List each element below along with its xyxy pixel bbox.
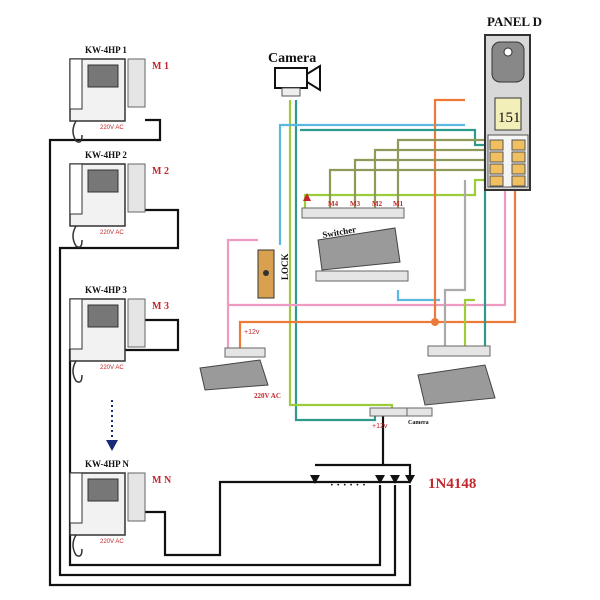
panel-display: 151: [498, 110, 521, 126]
terminal-camera-label: Camera: [408, 420, 429, 426]
camera-icon: [274, 64, 321, 97]
monitor-model: KW-4HP N: [85, 459, 129, 469]
monitor-power: 220V AC: [100, 365, 124, 371]
monitor-model: KW-4HP 2: [85, 150, 127, 160]
diode-icon: [310, 475, 320, 484]
monitor-power: 220V AC: [100, 125, 124, 131]
wire-mn: [145, 480, 315, 557]
camera-title: Camera: [268, 51, 316, 66]
arrow-down-icon: [106, 440, 118, 451]
wire-olive-m2: [373, 148, 485, 210]
panel-terminal: [489, 139, 504, 151]
diode-icon: [405, 475, 415, 484]
monitor-2: KW-4HP 2 M 2 220V AC: [69, 150, 169, 248]
wire-olive-m4: [328, 168, 485, 210]
monitor-output: M 3: [152, 301, 169, 312]
monitor-4: KW-4HP N M N 220V AC: [69, 459, 172, 557]
monitor-power: 220V AC: [100, 230, 124, 236]
switcher-input-m4: M4: [328, 200, 339, 208]
wire-grey: [443, 180, 467, 348]
switcher-bottom: [417, 345, 496, 406]
monitor-model: KW-4HP 1: [85, 45, 127, 55]
wire-teal-2: [300, 128, 487, 348]
psu-voltage-in: 220V AC: [254, 392, 281, 400]
junction-dot: [431, 318, 439, 326]
switcher-top: [301, 207, 409, 282]
monitor-output: M 1: [152, 61, 169, 72]
wire-m2: [58, 208, 397, 577]
wire-lightblue: [278, 123, 465, 245]
panel-terminal: [511, 163, 526, 175]
diode-icon: [390, 475, 400, 484]
switcher-input-m1: M1: [393, 200, 404, 208]
switcher-input-m2: M2: [372, 200, 383, 208]
arrow-up-icon: [303, 193, 311, 201]
monitor-3: KW-4HP 3 M 3 220V AC: [69, 285, 169, 383]
diode-icon: [375, 475, 385, 484]
terminal-voltage: +12v: [372, 423, 388, 430]
wire-olive-m3: [353, 158, 485, 210]
panel-terminal: [511, 175, 526, 187]
monitor-power: 220V AC: [100, 539, 124, 545]
panel-terminal: [489, 163, 504, 175]
lock-device: [257, 249, 275, 299]
wire-m1: [48, 118, 412, 587]
panel-terminal: [489, 175, 504, 187]
diodes: [310, 475, 415, 484]
monitor-output: M N: [152, 475, 172, 486]
wire-green-3: [463, 298, 475, 348]
switcher-input-m3: M3: [350, 200, 361, 208]
panel-terminal: [511, 139, 526, 151]
wire-olive-m1: [396, 138, 485, 210]
panel-title: PANEL D: [487, 14, 542, 29]
wire-orange: [238, 190, 517, 348]
psu-voltage-out: +12v: [244, 329, 260, 336]
monitor-output: M 2: [152, 166, 169, 177]
wire-lightblue-2: [396, 290, 440, 302]
bottom-terminal: [369, 407, 433, 417]
wire-orange-2: [433, 98, 465, 322]
power-supply: [199, 347, 269, 391]
diode-ellipsis: · · · · · ·: [330, 479, 366, 491]
monitor-1: KW-4HP 1 M 1 220V AC: [69, 45, 169, 143]
panel-terminal: [511, 151, 526, 163]
diode-label: 1N4148: [428, 476, 476, 492]
panel-terminal: [489, 151, 504, 163]
monitor-model: KW-4HP 3: [85, 285, 127, 295]
lock-label: LOCK: [280, 253, 290, 280]
